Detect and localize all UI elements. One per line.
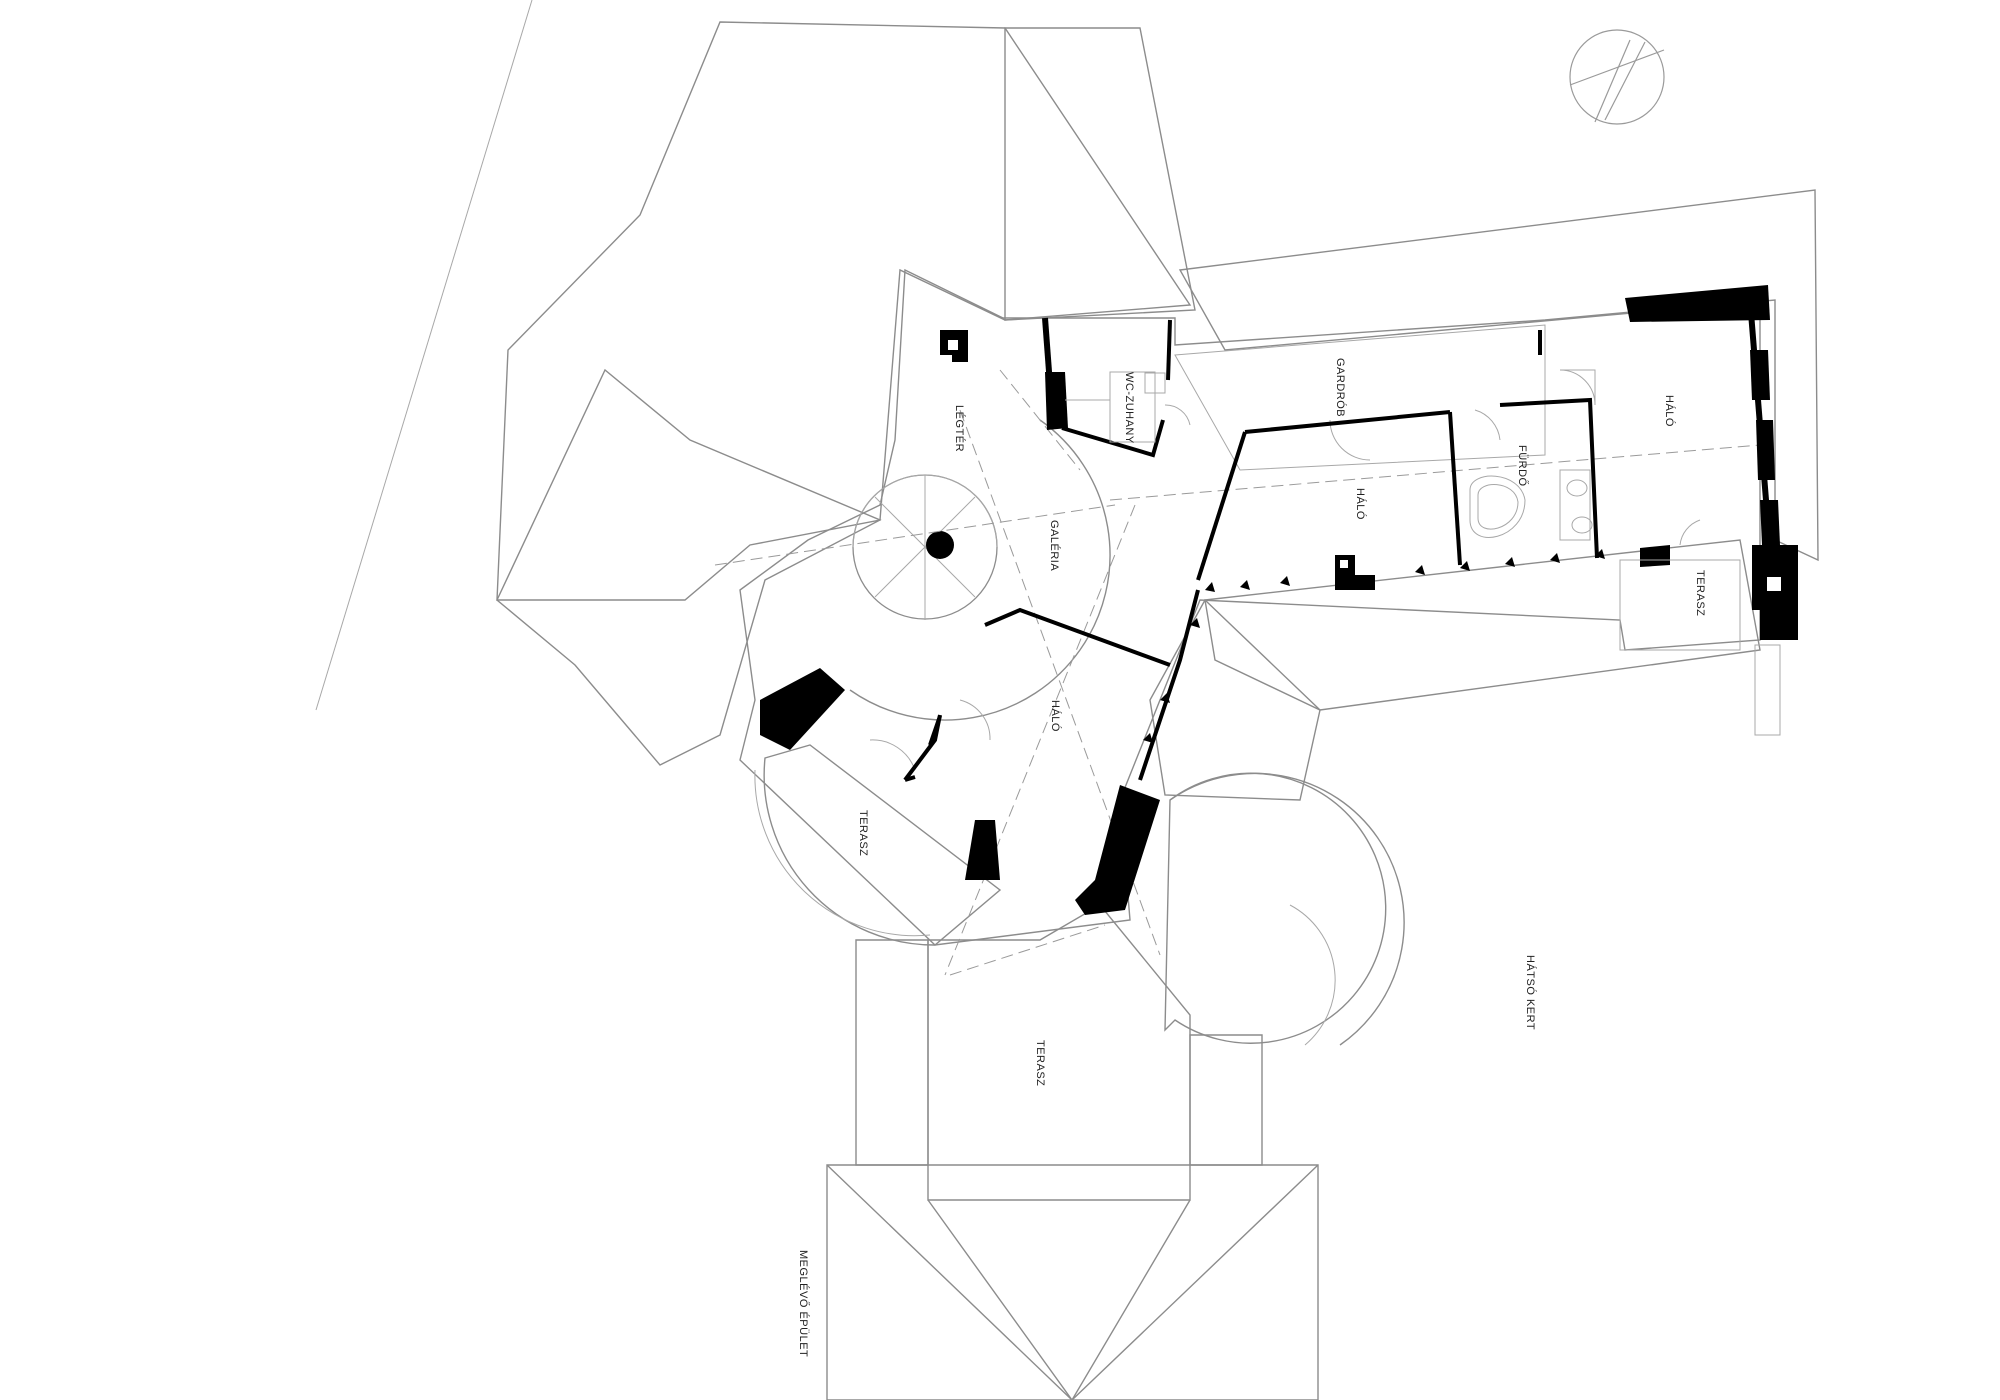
- terrace-bottom: [927, 904, 1191, 1201]
- room-label-terasz-bottom: TERASZ: [1034, 1040, 1046, 1086]
- room-label-gardrob: GARDRÓB: [1334, 358, 1347, 417]
- roof-left-wing: [496, 368, 882, 766]
- bathtub: [1469, 475, 1526, 538]
- room-label-halo-lower: HÁLÓ: [1049, 700, 1062, 732]
- spiral-staircase: [849, 419, 1111, 721]
- room-label-halo-mid: HÁLÓ: [1354, 488, 1367, 520]
- roof-areas: [496, 21, 1819, 1400]
- facade-posts: [1143, 549, 1605, 743]
- roof-upper-middle: [1004, 27, 1196, 321]
- north-arrow-compass: [1569, 29, 1665, 125]
- terrace-right-circle: [1164, 772, 1387, 1044]
- terrace-left-arc: [763, 744, 1002, 946]
- room-label-terasz-left: TERASZ: [857, 810, 869, 856]
- room-label-galeria: GALÉRIA: [1048, 520, 1061, 571]
- roof-bottom: [826, 1164, 1319, 1400]
- roof-upper-right: [1178, 189, 1819, 562]
- room-label-halo-right: HÁLÓ: [1663, 395, 1676, 427]
- walls: [760, 285, 1798, 915]
- roof-bottom-right: [1189, 1034, 1263, 1166]
- door-swings: [869, 369, 1701, 771]
- room-label-furdo: FÜRDŐ: [1516, 445, 1530, 487]
- dashed-lines: [714, 369, 1761, 976]
- bathroom-fixtures: [1065, 371, 1593, 541]
- room-label-terasz-right: TERASZ: [1694, 570, 1706, 616]
- roof-lower-middle: [1149, 598, 1321, 801]
- label-hatso-kert: HÁTSÓ KERT: [1524, 955, 1537, 1030]
- roof-lower-right: [1204, 539, 1761, 711]
- label-meglevo-epulet: MEGLÉVŐ ÉPÜLET: [797, 1250, 811, 1357]
- room-label-legter: LÉGTÉR: [953, 405, 966, 452]
- room-label-wc-zuhany: WC-ZUHANY: [1123, 372, 1135, 444]
- right-side-stair: [1619, 559, 1781, 736]
- stair-center-post: [926, 531, 954, 559]
- washbasin: [1566, 479, 1588, 497]
- building-interior: [739, 268, 1761, 1201]
- roof-bottom-left: [855, 939, 929, 1166]
- site-boundary-line: [315, 0, 533, 711]
- roof-upper-left: [496, 21, 1192, 601]
